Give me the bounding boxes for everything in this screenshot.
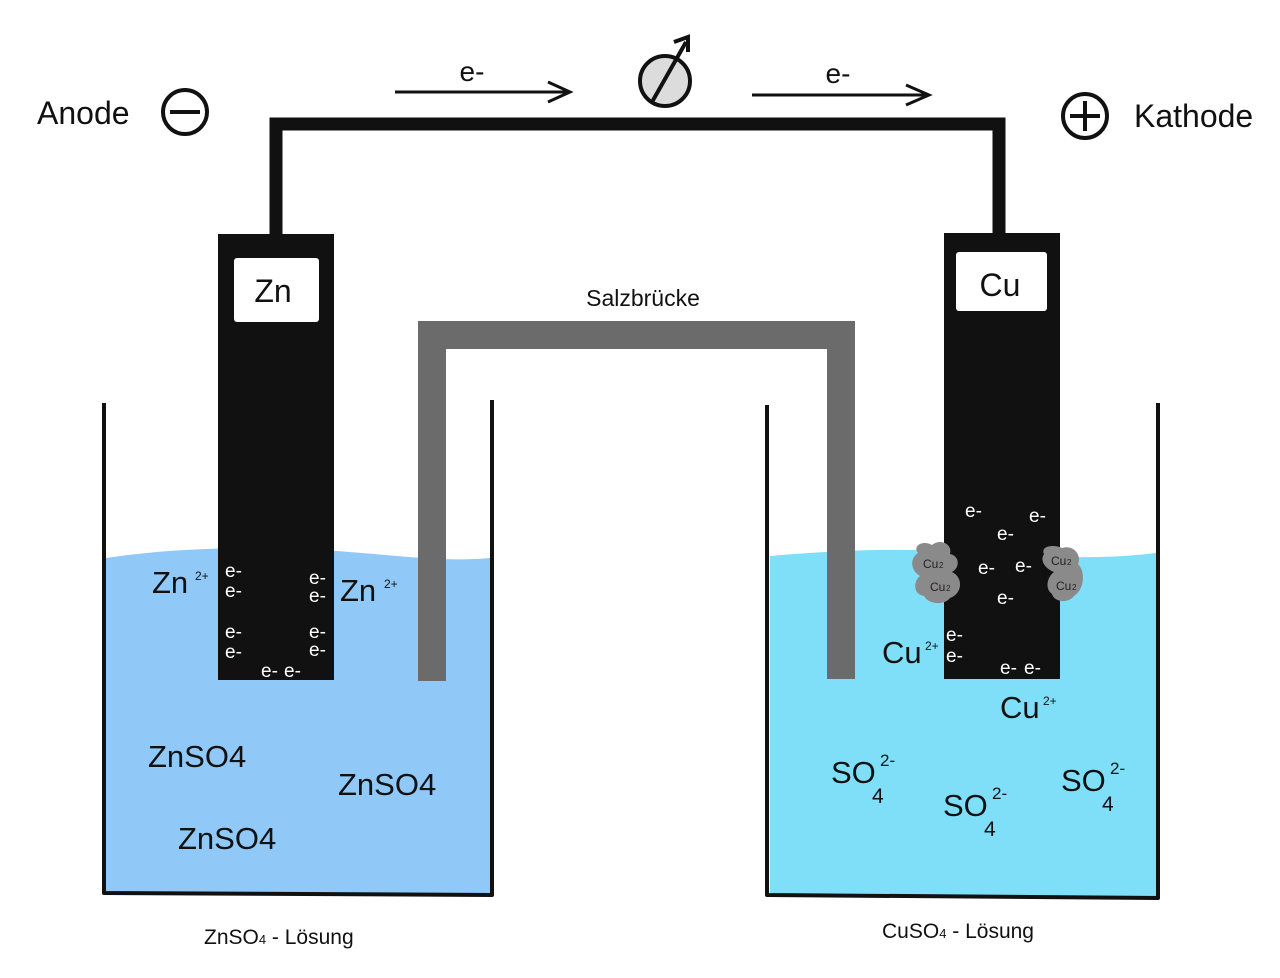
- svg-text:4: 4: [984, 818, 996, 841]
- zn-label-box: [234, 258, 319, 322]
- electron: e-: [1024, 658, 1041, 679]
- sulfate-ion: SO 2- 4: [1061, 759, 1125, 816]
- cathode-label: Kathode: [1134, 98, 1253, 134]
- plus-circle-icon: [1061, 92, 1109, 140]
- electron: e-: [309, 568, 326, 589]
- electron: e-: [225, 622, 242, 643]
- zn-electrode-electrons: e- e- e- e- e- e- e- e- e- e-: [225, 561, 326, 682]
- anode-label: Anode: [37, 95, 130, 131]
- cu-label-box: [956, 252, 1047, 311]
- salt-bridge: [418, 321, 855, 681]
- electron: e-: [225, 642, 242, 663]
- electron: e-: [1015, 556, 1032, 577]
- electron: e-: [978, 558, 995, 579]
- electron: e-: [309, 586, 326, 607]
- sulfate-ion: SO 2- 4: [943, 784, 1007, 841]
- svg-text:Cu: Cu: [1056, 579, 1071, 593]
- svg-text:Zn: Zn: [152, 565, 188, 600]
- copper-deposit-right: Cu 2 Cu 2: [1042, 546, 1083, 602]
- svg-text:2: 2: [946, 584, 951, 593]
- electron: e-: [261, 661, 278, 682]
- electron: e-: [997, 588, 1014, 609]
- electron: e-: [1029, 506, 1046, 527]
- electron: e-: [225, 581, 242, 602]
- svg-text:Cu: Cu: [882, 635, 922, 670]
- sulfate-ion: SO 2- 4: [831, 751, 895, 808]
- zn-electrode-label: Zn: [254, 273, 291, 309]
- svg-text:Cu: Cu: [1000, 690, 1040, 725]
- electron: e-: [965, 501, 982, 522]
- svg-text:2-: 2-: [1110, 759, 1125, 778]
- svg-text:2-: 2-: [992, 784, 1007, 803]
- svg-text:2+: 2+: [925, 639, 939, 653]
- svg-text:Cu: Cu: [923, 557, 938, 571]
- electron: e-: [225, 561, 242, 582]
- znso4-formula: ZnSO4: [338, 767, 436, 802]
- svg-text:2-: 2-: [880, 751, 895, 770]
- electron: e-: [284, 661, 301, 682]
- svg-text:2: 2: [1072, 583, 1077, 592]
- svg-text:2+: 2+: [384, 577, 398, 591]
- cu-electrode-electrons: e- e- e- e- e- e- e- e- e- e-: [946, 501, 1046, 679]
- cu-electrode-label: Cu: [980, 267, 1021, 303]
- electron-arrow-left: [395, 80, 574, 104]
- zn-ion-right: Zn 2+: [340, 573, 398, 608]
- zn-solution: [106, 548, 490, 895]
- right-beaker: [765, 403, 1160, 900]
- voltmeter-icon: [638, 34, 692, 108]
- cu-ion-bottom: Cu 2+: [1000, 690, 1057, 725]
- electron-arrow-right: [752, 83, 933, 107]
- zn-ion-left: Zn 2+: [152, 565, 209, 600]
- svg-text:2+: 2+: [1043, 694, 1057, 708]
- electron-label-left: e-: [460, 56, 485, 87]
- salt-bridge-label: Salzbrücke: [586, 285, 700, 311]
- electron: e-: [309, 640, 326, 661]
- left-beaker: [102, 400, 494, 897]
- svg-text:4: 4: [1102, 793, 1114, 816]
- znso4-formula: ZnSO4: [148, 739, 246, 774]
- svg-text:2+: 2+: [195, 569, 209, 583]
- svg-text:Zn: Zn: [340, 573, 376, 608]
- minus-circle-icon: [161, 88, 209, 136]
- left-solution-caption: ZnSO4 - Lösung: [204, 926, 354, 949]
- svg-text:Cu: Cu: [1051, 554, 1066, 568]
- electron: e-: [997, 524, 1014, 545]
- svg-text:SO: SO: [943, 788, 988, 823]
- electron: e-: [946, 646, 963, 667]
- svg-text:2: 2: [1067, 558, 1072, 567]
- svg-text:Cu: Cu: [930, 580, 945, 594]
- svg-text:SO: SO: [1061, 763, 1106, 798]
- copper-deposit-left: Cu 2 Cu 2: [912, 541, 961, 604]
- svg-text:SO: SO: [831, 755, 876, 790]
- svg-text:4: 4: [872, 785, 884, 808]
- svg-text:2: 2: [939, 561, 944, 570]
- electron: e-: [309, 622, 326, 643]
- external-wire: [269, 117, 1006, 238]
- znso4-formula: ZnSO4: [178, 821, 276, 856]
- cu-ion-left: Cu 2+: [882, 635, 939, 670]
- electron-label-right: e-: [826, 58, 851, 89]
- electron: e-: [1000, 658, 1017, 679]
- electron: e-: [946, 625, 963, 646]
- right-solution-caption: CuSO4 - Lösung: [882, 920, 1034, 943]
